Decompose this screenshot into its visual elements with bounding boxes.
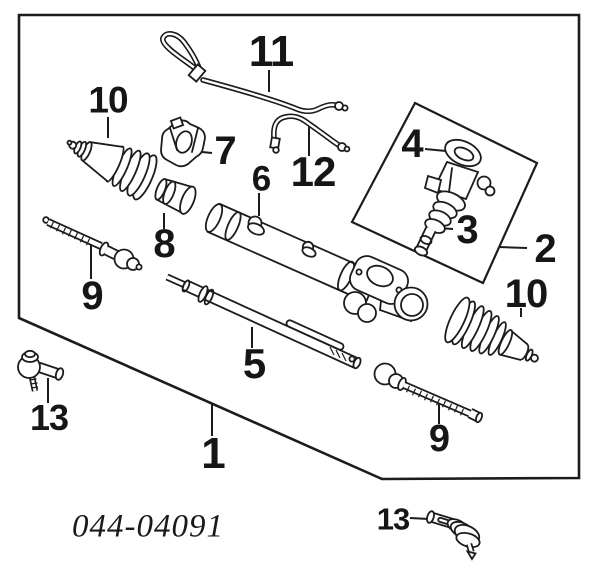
part-label-3: 3 — [456, 208, 478, 252]
boot-right-10 — [444, 296, 539, 363]
mounting-grommet-small — [301, 240, 317, 258]
part-label-1: 1 — [201, 429, 226, 478]
valve-kit-box — [350, 101, 539, 285]
rack-housing — [204, 202, 429, 323]
part-label-13-right: 13 — [376, 501, 410, 537]
bushing-8 — [154, 178, 197, 215]
return-tube-12 — [269, 113, 351, 154]
part-label-12: 12 — [290, 148, 337, 195]
control-valve — [413, 138, 496, 257]
boot-left-10 — [66, 139, 158, 201]
pinion-housing — [343, 255, 429, 323]
mounting-grommet-6 — [247, 215, 265, 236]
part-label-5: 5 — [242, 340, 266, 387]
diagram-code: 044-04091 — [72, 508, 224, 545]
part-label-2: 2 — [534, 227, 556, 271]
inner-tie-rod-right-9 — [373, 362, 483, 424]
part-label-11: 11 — [248, 27, 295, 76]
assembly-outline — [17, 13, 581, 481]
part-label-10-right: 10 — [504, 272, 548, 316]
part-label-4: 4 — [401, 122, 423, 166]
tie-rod-end-left-13 — [17, 349, 65, 392]
part-label-9-right: 9 — [428, 418, 450, 460]
part-label-9-left: 9 — [81, 274, 103, 318]
part-label-7: 7 — [214, 129, 236, 173]
part-label-6: 6 — [251, 159, 271, 199]
clamp-7 — [160, 116, 206, 168]
tie-rod-end-right-13 — [426, 510, 481, 561]
inner-tie-rod-left-9 — [42, 216, 143, 271]
pressure-tube-11 — [160, 31, 349, 115]
part-label-10-left: 10 — [88, 79, 128, 121]
part-label-8: 8 — [153, 222, 175, 266]
rack-shaft-5 — [165, 273, 362, 370]
leader-lines — [47, 70, 528, 520]
part-label-13-left: 13 — [29, 397, 69, 438]
